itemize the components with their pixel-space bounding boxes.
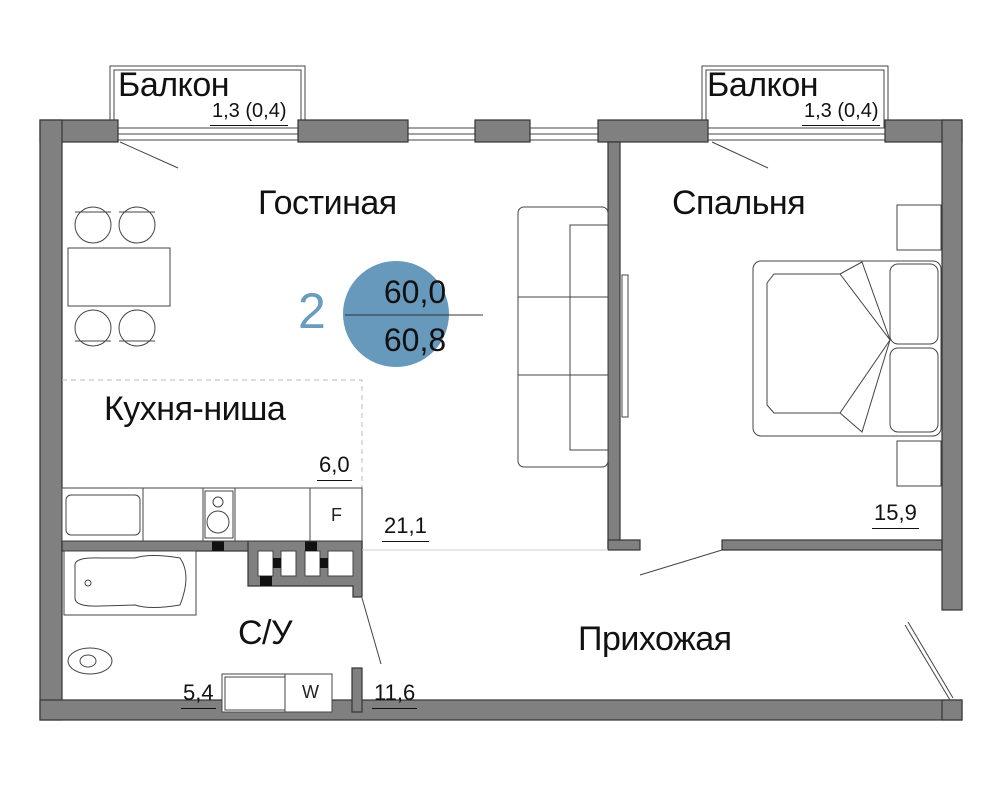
fridge-label: F — [331, 505, 342, 525]
rooms-count: 2 — [298, 283, 326, 339]
sink-and-washer — [221, 673, 333, 713]
area-badge — [343, 261, 449, 367]
bed — [752, 204, 942, 487]
washer-label: W — [302, 682, 319, 702]
bathroom-area: 5,4 — [181, 680, 216, 709]
bedroom-area: 15,9 — [872, 500, 919, 529]
balcony-left-label: Балкон — [118, 66, 230, 104]
living-room-label: Гостиная — [258, 184, 397, 222]
kitchen-label: Кухня-ниша — [104, 390, 286, 428]
balcony-left-area: 1,3 (0,4) — [210, 100, 289, 126]
windows — [117, 127, 886, 169]
total-area: 60,8 — [383, 322, 447, 358]
dining-table — [67, 206, 171, 347]
walls — [39, 119, 963, 721]
living-area: 60,0 — [383, 274, 447, 310]
kitchen-area: 6,0 — [317, 452, 352, 481]
kitchen-counter — [61, 487, 363, 542]
door-swings — [361, 549, 954, 701]
bedroom-label: Спальня — [672, 184, 806, 222]
hallway-area: 11,6 — [372, 680, 418, 709]
bathtub — [63, 550, 197, 616]
living-room-area: 21,1 — [382, 513, 429, 542]
bathroom-label: С/У — [238, 614, 293, 652]
hallway-label: Прихожая — [578, 620, 732, 658]
toilet — [67, 647, 113, 675]
sofa — [517, 206, 609, 468]
balcony-right-area: 1,3 (0,4) — [802, 100, 881, 126]
balcony-right-label: Балкон — [707, 66, 819, 104]
tv — [621, 274, 629, 418]
